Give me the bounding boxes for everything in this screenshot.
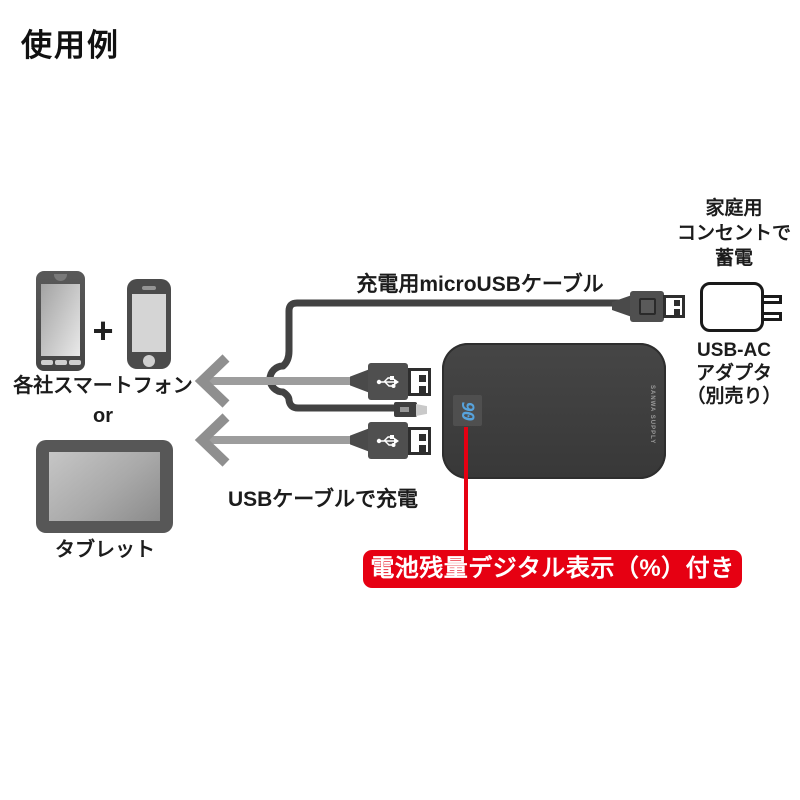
- usb-a-connector: [368, 363, 408, 400]
- micro-usb-cable-label: 充電用microUSBケーブル: [356, 273, 604, 296]
- smartphone-illustration: [127, 279, 171, 369]
- usb-contact-hole: [419, 375, 426, 382]
- arrow-left-icon: [194, 354, 230, 408]
- phone-speaker: [142, 286, 156, 290]
- smartphones-label: 各社スマートフォン: [13, 375, 193, 397]
- tablet-label: タブレット: [55, 539, 155, 561]
- power-bank: 90 SANWA SUPPLY: [442, 343, 666, 479]
- cable-strain-relief: [612, 295, 632, 317]
- usb-contact-hole: [419, 386, 426, 393]
- micro-usb-connector: [394, 402, 417, 417]
- adapter-caption: USB-AC アダプタ （別売り）: [668, 339, 800, 408]
- tablet-illustration: [36, 440, 173, 533]
- outlet-caption-line: コンセントで: [676, 223, 791, 244]
- usb-contact-hole: [674, 309, 680, 315]
- phone-screen: [41, 284, 80, 356]
- usb-a-connector: [630, 291, 664, 322]
- usb-trident-icon: [376, 434, 399, 447]
- phone-home-button: [143, 355, 155, 367]
- usb-trident-icon: [376, 375, 399, 388]
- outlet-caption: 家庭用 コンセントで 蓄電: [668, 196, 800, 271]
- usb-contact-hole: [419, 434, 426, 441]
- callout-pointer-line: [464, 427, 468, 551]
- usb-a-connector: [368, 422, 408, 459]
- smartphone-illustration: [36, 271, 85, 371]
- or-label: or: [93, 405, 113, 427]
- adapter-caption-line: （別売り）: [686, 386, 782, 407]
- outlet-caption-line: 家庭用: [705, 198, 763, 219]
- cable-strain-relief: [350, 428, 370, 452]
- battery-note-badge: 電池残量デジタル表示（%）付き: [363, 550, 742, 588]
- phone-button: [69, 360, 81, 365]
- brand-logo: SANWA SUPPLY: [649, 385, 655, 445]
- plus-sign: +: [92, 310, 114, 351]
- adapter-caption-line: USB-AC: [697, 340, 771, 361]
- usb-contact-hole: [419, 445, 426, 452]
- arrow-left-icon: [194, 413, 230, 467]
- page-title: 使用例: [21, 28, 120, 63]
- phone-button: [41, 360, 53, 365]
- battery-level-display: 90: [453, 395, 482, 426]
- usb-a-metal-tip: [408, 368, 431, 396]
- phone-screen: [132, 294, 166, 352]
- usb-contact-hole: [674, 300, 680, 306]
- battery-level-value: 90: [457, 401, 478, 420]
- cable-strain-relief: [350, 369, 370, 393]
- tablet-screen: [49, 452, 160, 521]
- usb-a-metal-tip: [663, 295, 685, 318]
- usb-connector-detail: [638, 298, 656, 315]
- phone-earpiece: [54, 274, 67, 281]
- usb-ac-adapter: [700, 282, 764, 332]
- usb-charge-label: USBケーブルで充電: [227, 488, 419, 511]
- phone-button: [55, 360, 67, 365]
- usb-a-metal-tip: [408, 427, 431, 455]
- micro-usb-connector-detail: [398, 405, 411, 414]
- outlet-caption-line: 蓄電: [714, 248, 753, 269]
- micro-usb-metal-tip: [416, 404, 427, 416]
- adapter-caption-line: アダプタ: [695, 363, 772, 384]
